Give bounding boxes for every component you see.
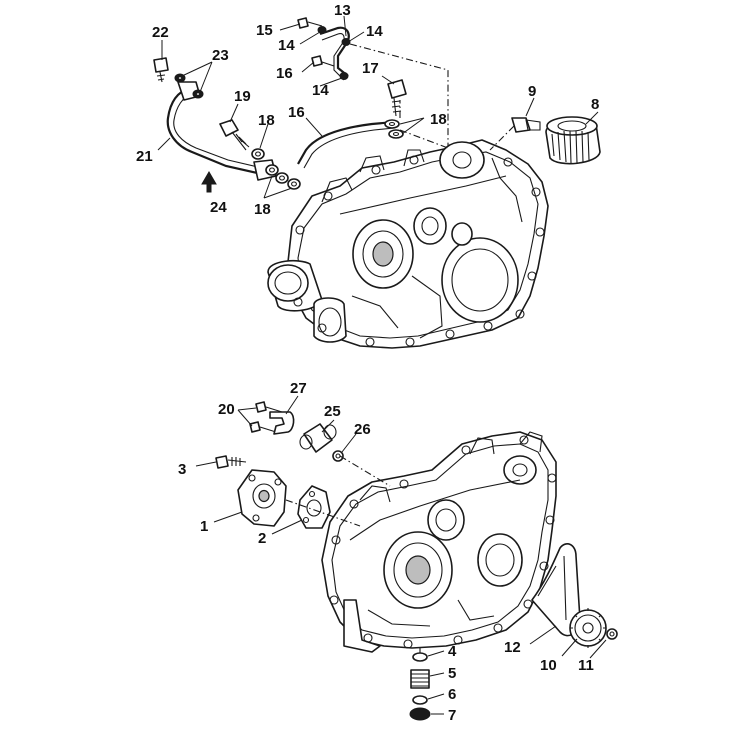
callout-5: 5 <box>448 665 456 682</box>
callout-4: 4 <box>448 643 457 660</box>
lower-crankcase <box>321 431 557 653</box>
oil-pipe-25 <box>299 423 337 453</box>
callout-19: 19 <box>234 88 251 105</box>
callout-18-a: 18 <box>258 112 275 129</box>
washer-11 <box>606 628 618 640</box>
callout-9: 9 <box>528 83 536 100</box>
callout-17: 17 <box>362 60 379 77</box>
callout-labels: 22 23 19 18 16 21 24 18 15 13 14 14 16 1… <box>136 2 599 724</box>
gaskets-18 <box>251 119 404 190</box>
callout-7: 7 <box>448 707 456 724</box>
drive-chain-12 <box>531 543 581 637</box>
assembly-line <box>349 43 449 146</box>
oil-strainer-9 <box>511 117 541 133</box>
callout-14-a: 14 <box>278 37 295 54</box>
oil-filter-element-stack <box>409 652 431 721</box>
oil-delivery-pipe-21 <box>166 81 277 181</box>
callout-18-b: 18 <box>254 201 271 218</box>
arrow-up-icon <box>201 171 217 193</box>
bolts-14-15-16 <box>297 17 351 80</box>
sprocket-10 <box>569 608 607 648</box>
callout-24: 24 <box>210 199 227 216</box>
callout-3: 3 <box>178 461 186 478</box>
callout-25: 25 <box>324 403 341 420</box>
callout-8: 8 <box>591 96 599 113</box>
bracket-27 <box>269 411 295 435</box>
assembly-line <box>339 455 391 487</box>
screw-3 <box>215 455 247 469</box>
callout-12: 12 <box>504 639 521 656</box>
union-bolt-19 <box>219 119 250 151</box>
callout-2: 2 <box>258 530 266 547</box>
gasket-2 <box>297 485 331 529</box>
union-bolt-22 <box>153 57 169 83</box>
assembly-line <box>399 129 449 149</box>
callout-14-b: 14 <box>366 23 383 40</box>
assembly-line <box>285 499 361 527</box>
oil-filter-8 <box>545 116 601 165</box>
assembly-line <box>489 125 515 151</box>
o-ring-26 <box>332 450 344 462</box>
callout-10: 10 <box>540 657 557 674</box>
callout-23: 23 <box>212 47 229 64</box>
callout-1: 1 <box>200 518 208 535</box>
callout-22: 22 <box>152 24 169 41</box>
callout-18-c: 18 <box>430 111 447 128</box>
callout-6: 6 <box>448 686 456 703</box>
bolts-20 <box>249 401 283 433</box>
union-bolt-17 <box>387 79 407 117</box>
callout-16-a: 16 <box>288 104 305 121</box>
oil-delivery-pipe-13 <box>319 26 350 81</box>
leader-lines <box>157 15 607 715</box>
callout-16-b: 16 <box>276 65 293 82</box>
callout-26: 26 <box>354 421 371 438</box>
oil-pump-1 <box>237 469 287 527</box>
oil-delivery-pipe-16 <box>297 120 395 169</box>
callout-13: 13 <box>334 2 351 19</box>
callout-15: 15 <box>256 22 273 39</box>
callout-27: 27 <box>290 380 307 397</box>
upper-crankcase <box>267 139 549 349</box>
callout-11: 11 <box>578 657 594 674</box>
callout-14-c: 14 <box>312 82 329 99</box>
callout-21: 21 <box>136 148 153 165</box>
callout-20: 20 <box>218 401 235 418</box>
